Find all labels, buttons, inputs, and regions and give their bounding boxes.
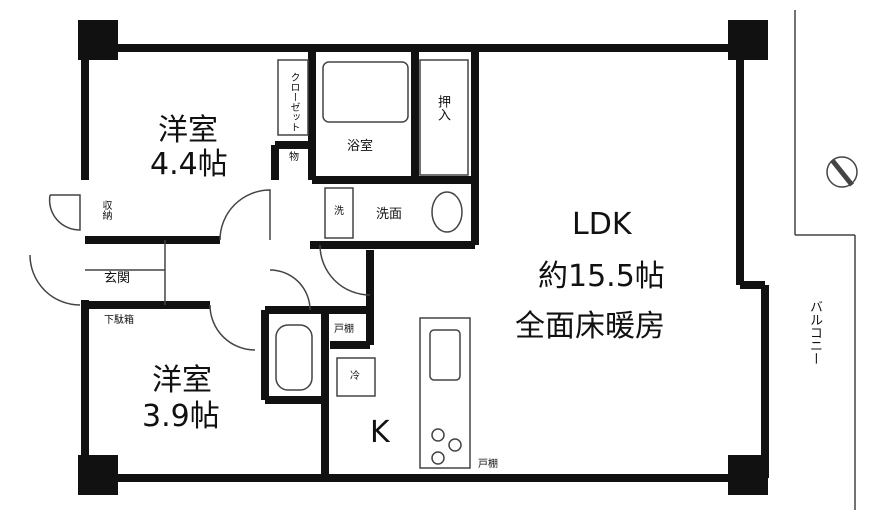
western-room-1-name: 洋室	[158, 113, 218, 148]
walls	[80, 44, 769, 482]
fridge-label: 冷	[350, 371, 360, 382]
ldk-size: 約15.5帖	[538, 259, 665, 294]
fixtures	[29, 10, 858, 510]
cupboard-2-label: 戸棚	[478, 459, 498, 470]
western-room-2-size: 3.9帖	[142, 399, 220, 434]
storage-2-label: 収納	[100, 200, 111, 220]
kitchen-name: K	[370, 415, 390, 450]
cupboard-label: 戸棚	[334, 324, 354, 335]
balcony-label: バルコニー	[807, 300, 822, 365]
bathroom-label: 浴室	[347, 139, 374, 154]
entrance-label: 玄関	[104, 271, 131, 286]
ldk-name: LDK	[572, 207, 632, 242]
pillars	[78, 20, 768, 495]
washroom-label: 洗面	[376, 207, 403, 222]
shoe-box-label: 下駄箱	[104, 315, 134, 326]
western-room-2-name: 洋室	[152, 363, 212, 398]
closet-label: クローゼット	[288, 72, 299, 132]
oshiire-label: 押入	[435, 95, 450, 121]
western-room-1-size: 4.4帖	[150, 147, 228, 182]
washer-label: 洗	[334, 206, 344, 217]
ldk-note: 全面床暖房	[515, 309, 665, 344]
storage-label: 物	[289, 152, 299, 163]
